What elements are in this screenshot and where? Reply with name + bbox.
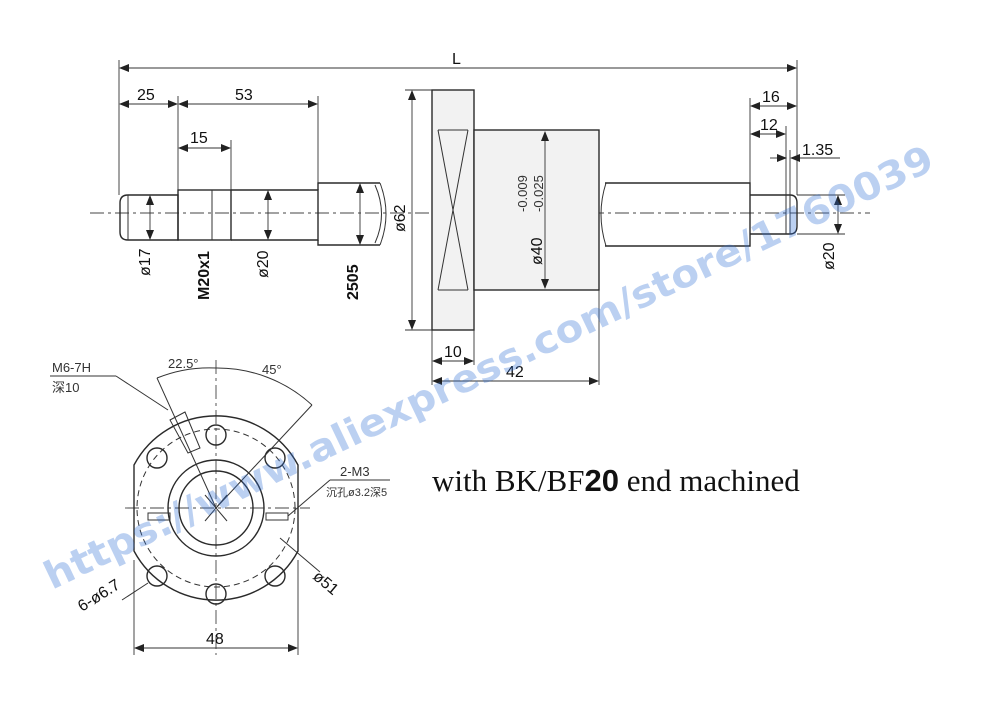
side-hole-note-label: 沉孔ø3.2深5 bbox=[326, 486, 387, 499]
dia-2505-label: 2505 bbox=[345, 264, 362, 300]
dia-17-label: ø17 bbox=[137, 248, 154, 276]
mounting-holes bbox=[146, 424, 286, 605]
angle-22-label: 22.5° bbox=[168, 356, 199, 371]
mounting-hole bbox=[146, 447, 168, 469]
tolerance-upper-label: -0.009 bbox=[515, 175, 530, 212]
thread-label: M20x1 bbox=[196, 251, 213, 300]
mounting-hole bbox=[146, 565, 168, 587]
width-label: 48 bbox=[206, 631, 224, 648]
tap-depth-label: 深10 bbox=[52, 380, 79, 395]
mounting-hole bbox=[205, 424, 227, 446]
dim-16-label: 16 bbox=[762, 89, 780, 106]
flange-thickness-label: 10 bbox=[444, 344, 462, 361]
dia-20-right-label: ø20 bbox=[821, 242, 838, 270]
total-length-dimension: L bbox=[118, 51, 798, 195]
mounting-hole bbox=[205, 583, 227, 605]
flange-dia-label: ø62 bbox=[392, 204, 409, 232]
dim-15-label: 15 bbox=[190, 130, 208, 147]
nut-length-label: 42 bbox=[506, 364, 524, 381]
dim-12-label: 12 bbox=[760, 117, 778, 134]
length-L-label: L bbox=[452, 51, 461, 68]
groove-label: 1.35 bbox=[802, 142, 833, 159]
nut-dia-label: ø40 bbox=[529, 237, 546, 265]
caption-prefix: with BK/BF bbox=[432, 463, 584, 498]
nut-dimensions: ø62 ø40 -0.009 -0.025 10 42 bbox=[392, 89, 600, 385]
dim-25-label: 25 bbox=[137, 87, 155, 104]
right-shaft bbox=[600, 182, 842, 247]
mounting-hole bbox=[264, 447, 286, 469]
dim-53-label: 53 bbox=[235, 87, 253, 104]
right-dimensions: 16 12 1.35 ø20 bbox=[749, 89, 845, 270]
bore-circle bbox=[178, 470, 254, 546]
flange-outline bbox=[133, 415, 299, 601]
tolerance-lower-label: -0.025 bbox=[531, 175, 546, 212]
left-dimensions: 25 53 15 ø17 M20x1 ø20 2505 bbox=[119, 87, 362, 300]
caption-suffix: end machined bbox=[619, 463, 800, 498]
nut-body-circle bbox=[167, 459, 265, 557]
caption: with BK/BF20 end machined bbox=[432, 463, 800, 498]
pcd-label: ø51 bbox=[309, 568, 341, 599]
mounting-hole bbox=[264, 565, 286, 587]
side-view: L 25 53 15 ø17 M20x1 ø20 2505 ø62 ø40 -0… bbox=[90, 51, 870, 385]
caption-number: 20 bbox=[584, 463, 618, 498]
nut-body bbox=[473, 129, 600, 291]
tap-hole-label: M6-7H bbox=[52, 360, 91, 375]
left-shaft-end bbox=[119, 182, 387, 246]
angle-45-label: 45° bbox=[262, 362, 282, 377]
side-hole-label: 2-M3 bbox=[340, 464, 370, 479]
dia-20-left-label: ø20 bbox=[255, 250, 272, 278]
ball-nut bbox=[431, 89, 600, 331]
